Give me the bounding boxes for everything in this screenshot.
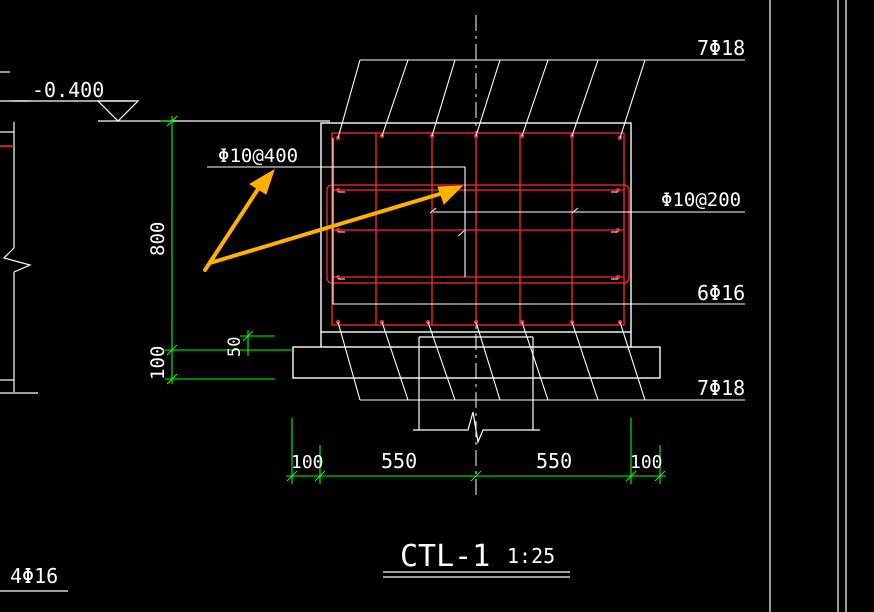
top-bar-leaders xyxy=(337,59,745,139)
arrow-icon xyxy=(203,168,464,272)
top-bars-label: 7Φ18 xyxy=(697,36,745,60)
width-left-margin-label: 100 xyxy=(291,452,324,473)
bottom-bar-leaders xyxy=(337,321,745,401)
width-right-label: 550 xyxy=(536,449,572,473)
drawing-scale: 1:25 xyxy=(507,544,555,568)
drawing-title: CTL-1 xyxy=(400,539,490,574)
drawing-title-block: CTL-1 1:25 xyxy=(383,539,570,578)
rebar-dots xyxy=(335,133,623,325)
elevation-triangle-icon xyxy=(96,100,140,122)
stirrup-outer-label: Φ10@400 xyxy=(218,145,298,167)
stirrup-inner-label: Φ10@200 xyxy=(661,189,741,211)
left-bars-label: 4Φ16 xyxy=(10,564,58,588)
height-base-label: 100 xyxy=(147,346,169,380)
inner-stirrup xyxy=(207,138,745,305)
left-section-fragment xyxy=(0,71,38,394)
height-main-label: 800 xyxy=(147,222,169,256)
width-right-margin-label: 100 xyxy=(630,452,663,473)
drawing-frame xyxy=(769,0,847,612)
side-bars-label: 6Φ16 xyxy=(697,281,745,305)
elevation-marker: -0.400 xyxy=(12,78,330,122)
height-cover-label: 50 xyxy=(225,337,245,357)
stirrup-hooks xyxy=(338,191,618,280)
width-left-label: 550 xyxy=(381,449,417,473)
elevation-label: -0.400 xyxy=(32,78,104,102)
vertical-dimension xyxy=(160,115,292,385)
horizontal-dimension xyxy=(286,418,666,484)
rebar-cage xyxy=(326,132,630,326)
bottom-bars-label: 7Φ18 xyxy=(697,376,745,400)
